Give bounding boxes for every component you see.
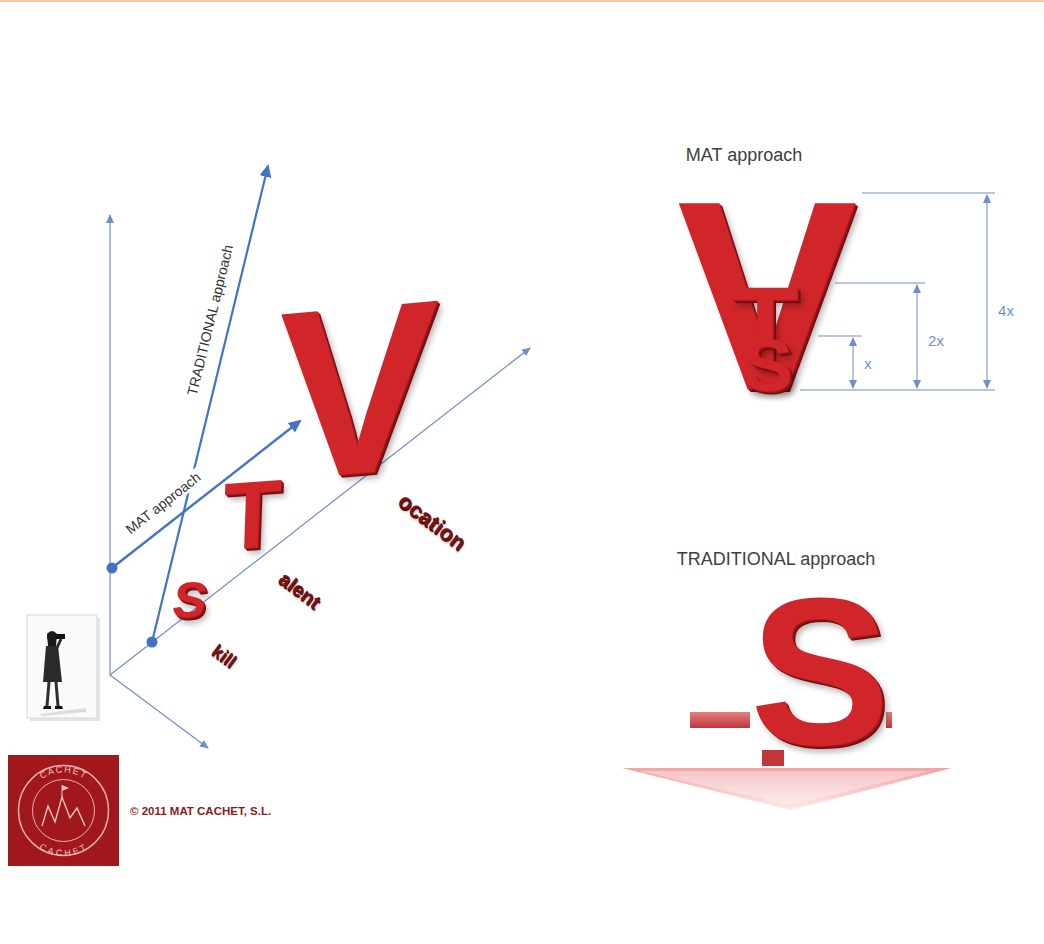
heading: TRADITIONAL approach [677, 550, 875, 568]
approach-arrows [107, 166, 301, 648]
letter: S [743, 327, 793, 402]
logo-text: CACHET [38, 842, 90, 859]
logo-text: CACHET [38, 764, 89, 781]
word-suffix: alent [275, 568, 324, 612]
axis-label: TRADITIONAL approach [183, 240, 237, 400]
letter: S [169, 575, 211, 625]
letter: V [276, 262, 440, 517]
axis-label: MAT approach [120, 467, 206, 539]
letter: S [750, 567, 890, 777]
dimension-label: 2x [928, 333, 944, 348]
letter: T [221, 465, 282, 565]
top-rule [0, 0, 1044, 2]
dimension-label: 4x [998, 303, 1014, 318]
person-picture [27, 615, 100, 721]
word-suffix: kill [209, 641, 240, 670]
axes [110, 215, 530, 748]
logo: CACHET CACHET [8, 755, 119, 866]
dimension-label: x [864, 356, 872, 371]
copyright: © 2011 MAT CACHET, S.L. [130, 806, 271, 818]
